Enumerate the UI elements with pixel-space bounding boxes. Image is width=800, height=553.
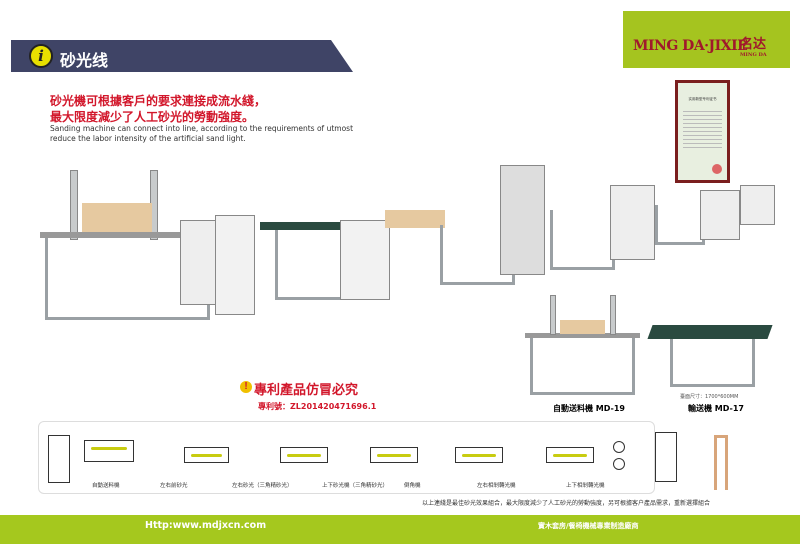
patent-certificate: 实用新型专利证书 (675, 80, 730, 183)
flow-label: 左右砂光（三角精砂光） (232, 483, 293, 489)
warning-icon: ! (240, 381, 252, 393)
intro-cn-line2: 最大限度減少了人工砂光的勞動強度。 (50, 110, 255, 124)
patent-number: 專利號：ZL201420471696.1 (258, 402, 377, 411)
flow-stage (546, 447, 594, 463)
section-header-band (11, 40, 353, 72)
flow-stage (84, 440, 134, 462)
flow-label: 倒角機 (404, 483, 421, 489)
brand-logo-box (623, 11, 790, 68)
flow-stage (184, 447, 229, 463)
flow-stage (280, 447, 328, 463)
info-icon: i (29, 44, 53, 68)
intro-cn-line1: 砂光機可根據客戶的要求連接成流水綫， (50, 94, 267, 108)
operator-figure-icon (655, 432, 677, 482)
brand-mark-text: 名达 (740, 37, 767, 52)
sanding-line-image (40, 160, 780, 335)
flow-caption: 以上連綫是最佳砂光效果組合，最大限度減少了人工砂光的勞動強度，另可根據客户產品需… (422, 500, 711, 507)
roller-icon (613, 458, 625, 470)
flow-label: 左右前砂光 (160, 483, 188, 489)
intro-en-line2: reduce the labor intensity of the artifi… (50, 134, 246, 143)
patent-warning: 專利產品仿冒必究 (254, 383, 359, 398)
flow-label: 上下砂光機（三角精砂光） (322, 483, 389, 489)
section-title: 砂光线 (60, 51, 109, 70)
brand-name: MING DA·JIXIE (633, 38, 748, 54)
footer-bar (0, 515, 800, 544)
flow-label: 自動送料機 (92, 483, 120, 489)
flow-label: 上下相剎轉光機 (566, 483, 605, 489)
feeder-label: 自動送料機 MD-19 (553, 404, 625, 413)
process-flow-diagram (38, 421, 655, 494)
footer-slogan: 實木套房/餐椅機械專業制造廠商 (538, 522, 639, 530)
feeder-md19-image (525, 295, 640, 400)
brand-mark-sub: MING DA (740, 52, 767, 58)
footer-url[interactable]: Http:www.mdjxcn.com (145, 520, 267, 531)
conveyor-size: 臺面尺寸：1700*600MM (680, 394, 739, 400)
roller-icon (613, 441, 625, 453)
flow-stage (455, 447, 503, 463)
intro-en-line1: Sanding machine can connect into line, a… (50, 124, 354, 133)
certificate-title: 实用新型专利证书 (688, 97, 717, 101)
conveyor-label: 輸送機 MD-17 (688, 404, 744, 413)
flow-stage (370, 447, 418, 463)
chair-image (714, 435, 728, 490)
operator-figure-icon (48, 435, 70, 483)
conveyor-md17-image (647, 320, 773, 390)
flow-label: 左右相剎轉光機 (477, 483, 516, 489)
